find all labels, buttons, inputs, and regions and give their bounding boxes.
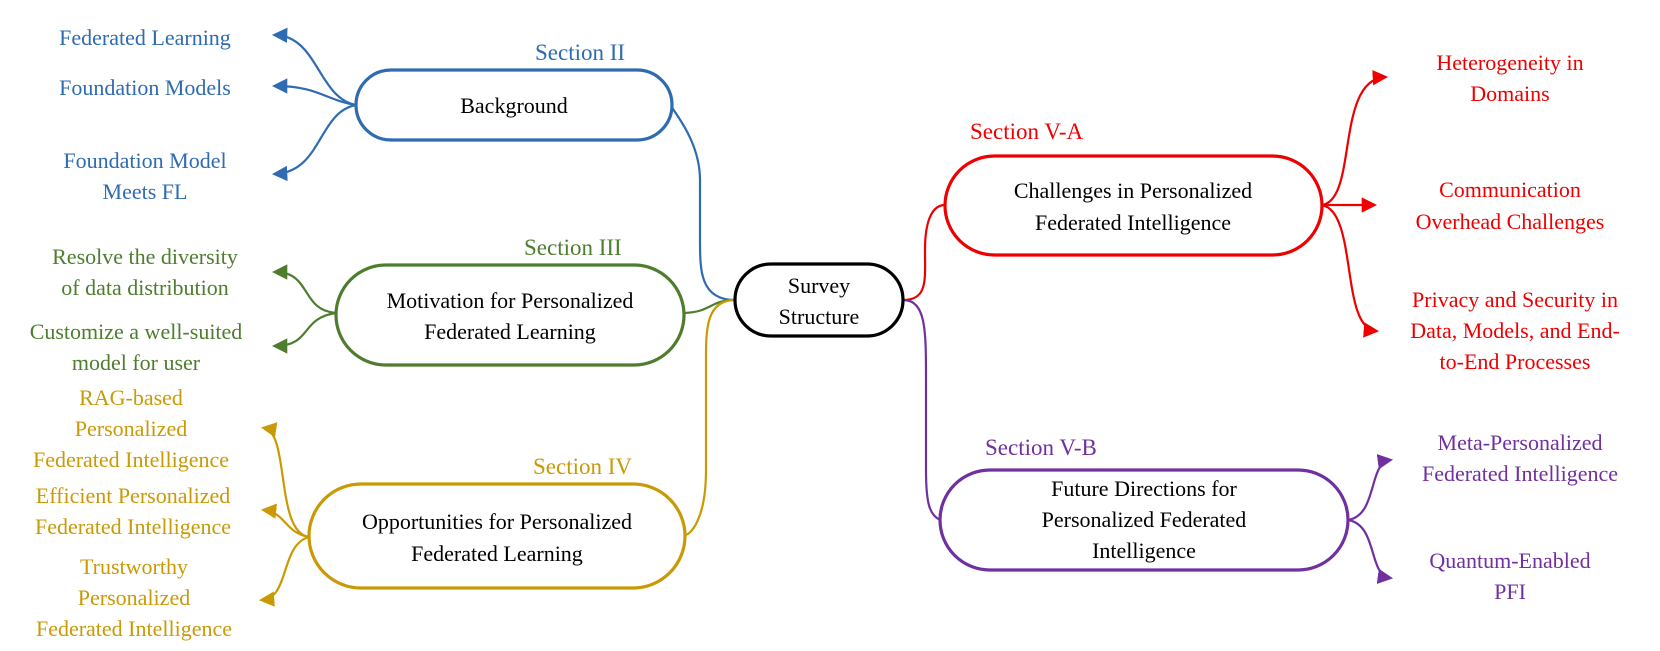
leaf-trustworthy-line1: Trustworthy — [80, 554, 188, 579]
leaf-rag-line1: RAG-based — [79, 385, 183, 410]
leaf-privacy-line1: Privacy and Security in — [1412, 287, 1618, 312]
leaf-foundation-model-line2: Meets FL — [103, 179, 188, 204]
leaf-heterogeneity-line2: Domains — [1470, 81, 1549, 106]
leaf-communication-line2: Overhead Challenges — [1416, 209, 1605, 234]
motivation-node — [334, 263, 686, 367]
background-node-label: Background — [460, 93, 568, 118]
leaf-diversity-line1: Resolve the diversity — [52, 244, 238, 269]
leaf-privacy-line3: to-End Processes — [1440, 349, 1591, 374]
leaf-foundation-models: Foundation Models — [59, 75, 231, 100]
connector-center-to-background — [670, 106, 736, 302]
leaf-customize-line2: model for user — [72, 350, 201, 375]
future-node-label-line2: Personalized Federated — [1042, 507, 1247, 532]
section-iv-label: Section IV — [533, 454, 632, 479]
leaf-privacy-line2: Data, Models, and End- — [1410, 318, 1620, 343]
connector-background-foundation-model-fl — [271, 103, 357, 182]
connector-motivation-customize — [271, 311, 337, 354]
connector-background-foundation-models — [271, 78, 357, 107]
connector-challenges-heterogeneity — [1321, 70, 1389, 207]
opportunities-node — [307, 482, 687, 590]
opportunities-node-label-line2: Federated Learning — [411, 541, 583, 566]
future-node-label-line3: Intelligence — [1092, 538, 1196, 563]
challenges-node — [943, 154, 1324, 257]
section-v-b-label: Section V-B — [985, 435, 1097, 460]
motivation-node-label-line2: Federated Learning — [424, 319, 596, 344]
leaf-rag-line2: Personalized — [75, 416, 187, 441]
leaf-meta-line2: Federated Intelligence — [1422, 461, 1618, 486]
leaf-diversity-line2: of data distribution — [61, 275, 228, 300]
connector-opportunities-efficient — [260, 503, 310, 539]
connector-motivation-diversity — [271, 264, 337, 315]
challenges-node-label-line2: Federated Intelligence — [1035, 210, 1231, 235]
connector-center-to-opportunities — [684, 298, 736, 537]
opportunities-node-label-line1: Opportunities for Personalized — [362, 509, 632, 534]
connector-opportunities-rag — [260, 422, 310, 539]
leaf-customize-line1: Customize a well-suited — [30, 319, 243, 344]
leaf-foundation-model-line1: Foundation Model — [63, 148, 226, 173]
leaf-trustworthy-line3: Federated Intelligence — [36, 616, 232, 641]
connector-background-federated-learning — [271, 27, 357, 107]
leaf-meta-line1: Meta-Personalized — [1438, 430, 1603, 455]
leaf-quantum-line1: Quantum-Enabled — [1429, 548, 1590, 573]
connector-future-meta — [1347, 454, 1394, 522]
leaf-efficient-line2: Federated Intelligence — [35, 514, 231, 539]
connector-challenges-privacy — [1321, 203, 1380, 338]
leaf-communication-line1: Communication — [1439, 177, 1581, 202]
future-node-label-line1: Future Directions for — [1051, 476, 1237, 501]
leaf-quantum-line2: PFI — [1494, 579, 1526, 604]
connector-future-quantum — [1347, 518, 1394, 584]
section-ii-label: Section II — [535, 40, 625, 65]
leaf-rag-line3: Federated Intelligence — [33, 447, 229, 472]
section-v-a-label: Section V-A — [970, 119, 1083, 144]
leaf-trustworthy-line2: Personalized — [78, 585, 190, 610]
future-directions-node — [938, 468, 1350, 572]
connector-center-to-challenges — [902, 203, 946, 302]
challenges-node-label-line1: Challenges in Personalized — [1014, 178, 1252, 203]
motivation-node-label-line1: Motivation for Personalized — [387, 288, 634, 313]
leaf-efficient-line1: Efficient Personalized — [36, 483, 230, 508]
center-node-label-line1: Survey — [788, 273, 850, 298]
leaf-federated-learning: Federated Learning — [59, 25, 231, 50]
center-node — [733, 262, 905, 338]
section-iii-label: Section III — [524, 235, 622, 260]
center-node-label-line2: Structure — [779, 304, 860, 329]
background-node — [354, 68, 674, 142]
connector-center-to-future — [902, 298, 941, 521]
connector-opportunities-trustworthy — [258, 535, 310, 607]
leaf-heterogeneity-line1: Heterogeneity in — [1436, 50, 1583, 75]
